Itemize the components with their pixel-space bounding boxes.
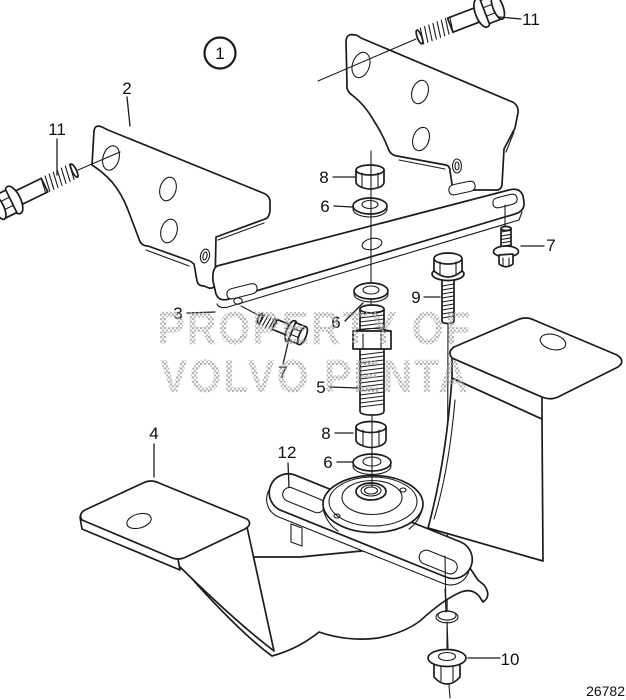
part-label-7-right: 7 [546,236,555,255]
part-label-10: 10 [501,650,520,669]
drawing-number: 26782 [586,683,625,699]
washer-6-mid [353,282,389,303]
part-label-9: 9 [411,288,420,307]
washer-6-upper [352,197,388,218]
nut-8-lower [355,420,387,449]
mount-slot-right [418,549,458,575]
part-label-6-mid: 6 [331,313,340,332]
bolt-11-left [0,163,79,221]
bolt-11-left-axis [77,151,121,171]
bracket-2-left-hole-1 [102,145,120,171]
bracket-2-left-hole-3 [160,218,178,244]
part-label-7-left: 7 [278,363,287,382]
bracket-4-hole [126,512,152,530]
engine-mount-12 [266,472,474,586]
bracket-2-right-hole-2 [410,79,430,105]
part-label-11-right: 11 [522,10,540,29]
part-label-8-lower: 8 [321,424,330,443]
part-label-6-upper: 6 [320,197,329,216]
bolt-9 [431,252,465,325]
plate-3-slot-mid [448,180,476,196]
flange-nut-10 [427,648,467,699]
part-label-2: 2 [122,79,131,98]
bracket-2-right [345,33,519,191]
bolt-11-right [415,0,506,45]
watermark-line-2: VOLVO PENTA [160,352,470,403]
mount-rubber-body [322,474,424,534]
stud-5 [352,304,392,416]
bracket-2-right-tab-hole [451,158,463,174]
bracket-2-right-hole-1 [351,51,371,79]
part-label-8-upper: 8 [319,168,328,187]
part-label-5: 5 [316,378,325,397]
part-label-11-left: 11 [48,120,66,139]
watermark-line-1: PROPERTY OF [157,304,472,355]
bracket-2-right-hole-3 [411,126,431,152]
bracket-2-left-hole-2 [159,176,177,202]
part-label-4: 4 [149,424,158,443]
plate-3 [211,180,525,309]
bolt9-axis-through-slot [444,555,447,613]
bolt-7-left [256,312,309,346]
part-label-6-lower: 6 [323,453,332,472]
nut-8-upper [355,164,385,190]
callout-1: 1 [203,36,237,70]
bracket-4 [79,480,275,652]
plate-3-slot-right [492,193,518,209]
watermark: PROPERTY OF VOLVO PENTA [157,304,472,403]
bracket-right-hole [539,333,567,351]
part-label-3: 3 [173,304,182,323]
bolt-7-left-axis [240,305,261,317]
mount-stud-axis2 [446,621,449,649]
bolt-11-right-axis [317,38,417,82]
plate-3-slot-left [226,283,258,300]
bolt-7-right [492,225,520,268]
callout-1-number: 1 [215,44,224,63]
engine-bracket-right [427,317,623,562]
leader-lines [56,16,545,659]
bracket-2-left [91,125,271,289]
part-label-12: 12 [278,443,297,462]
